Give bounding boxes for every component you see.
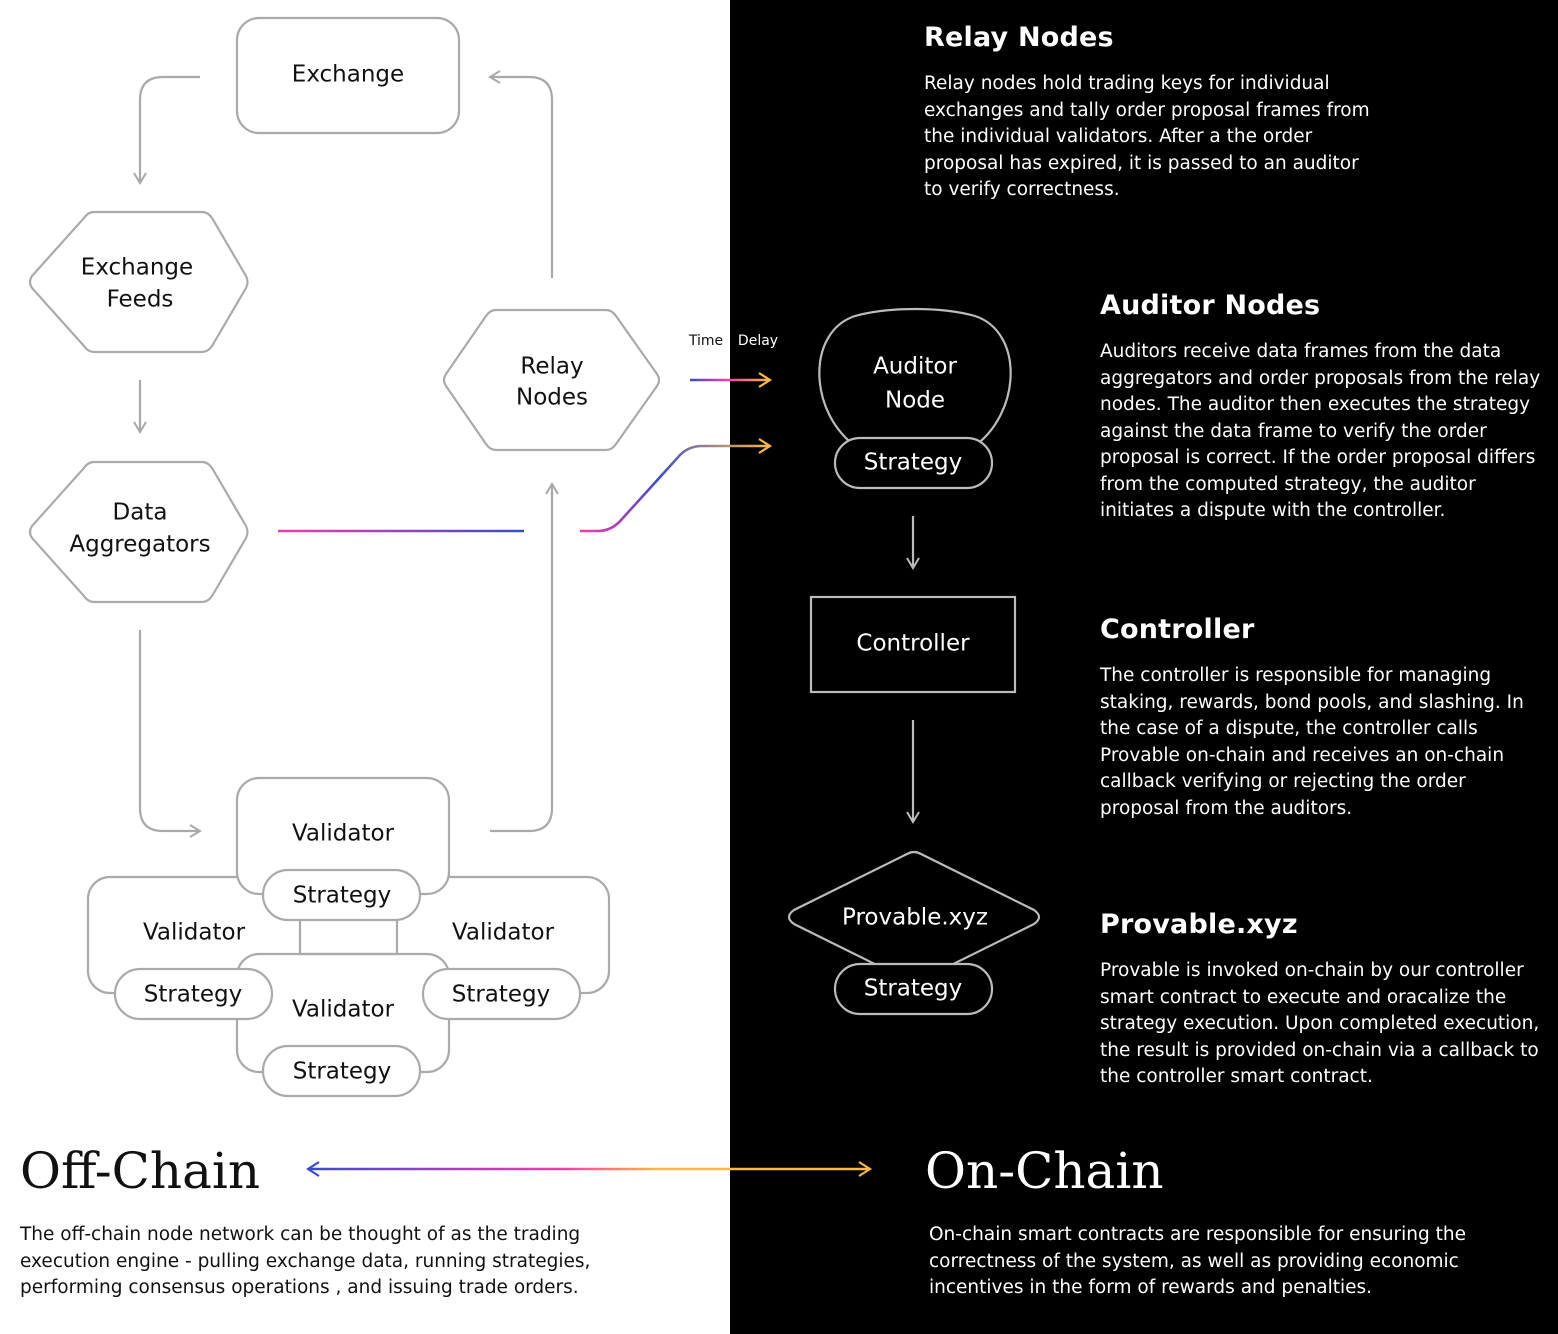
auditor-node (818, 307, 1012, 449)
on-chain-title: On-Chain (925, 1142, 1164, 1200)
validator-label-right: Validator (452, 920, 555, 946)
delay-label: Delay (738, 333, 778, 349)
relay-nodes-label-2: Nodes (516, 385, 588, 411)
strategy-label-left: Strategy (144, 982, 243, 1008)
auditor-section-body: Auditors receive data frames from the da… (1100, 341, 1541, 521)
provable-section: Provable.xyz Provable is invoked on-chai… (1100, 909, 1550, 1091)
strategy-pill-right (421, 967, 582, 1021)
strategy-pill-top (261, 868, 422, 922)
data-aggregators-label-2: Aggregators (69, 532, 210, 558)
validator-label-top: Validator (292, 821, 395, 847)
relay-section-title: Relay Nodes (924, 22, 1114, 53)
exchange-feeds-label-1: Exchange (81, 255, 193, 281)
auditor-section-title: Auditor Nodes (1100, 290, 1321, 321)
controller-section-body: The controller is responsible for managi… (1100, 665, 1524, 819)
provable-section-title: Provable.xyz (1100, 909, 1298, 940)
relay-section: Relay Nodes Relay nodes hold trading key… (924, 22, 1374, 204)
validator-label-left: Validator (143, 920, 246, 946)
provable-label: Provable.xyz (842, 905, 988, 931)
controller-node (809, 595, 1017, 694)
auditor-strategy-label: Strategy (864, 450, 963, 476)
auditor-section: Auditor Nodes Auditors receive data fram… (1100, 290, 1548, 525)
provable-section-body: Provable is invoked on-chain by our cont… (1100, 960, 1540, 1087)
controller-section: Controller The controller is responsible… (1100, 614, 1540, 822)
on-chain-description: On-chain smart contracts are responsible… (929, 1224, 1467, 1298)
time-label: Time (688, 333, 723, 349)
arrow-aggregators-to-validator (138, 630, 202, 838)
provable-strategy-label: Strategy (864, 976, 963, 1002)
exchange-label: Exchange (292, 62, 404, 88)
strategy-pill-bottom (261, 1044, 422, 1098)
exchange-node (235, 16, 461, 135)
controller-section-title: Controller (1100, 614, 1255, 645)
arrow-validator-to-relay (490, 482, 559, 833)
auditor-node-label-1: Auditor (873, 354, 957, 380)
auditor-node-label-2: Node (885, 388, 945, 414)
auditor-strategy-pill (833, 436, 994, 490)
off-chain-description: The off-chain node network can be though… (20, 1224, 591, 1298)
relay-nodes-label-1: Relay (520, 354, 583, 380)
arrow-relay-to-exchange (488, 70, 554, 278)
validator-cluster: Validator Validator Validator Validator … (86, 776, 611, 1098)
exchange-feeds-node (28, 210, 249, 354)
aggregator-to-auditor-arrow (580, 438, 773, 533)
strategy-pill-left (113, 967, 274, 1021)
strategy-label-top: Strategy (293, 883, 392, 909)
arrow-exchange-to-feeds (133, 75, 200, 185)
off-chain-title: Off-Chain (20, 1142, 260, 1200)
exchange-feeds-label-2: Feeds (107, 287, 174, 313)
strategy-label-right: Strategy (452, 982, 551, 1008)
data-aggregators-node (28, 460, 249, 604)
relay-nodes-node (442, 308, 661, 452)
provable-strategy-pill (833, 962, 994, 1016)
relay-section-body: Relay nodes hold trading keys for indivi… (924, 73, 1370, 200)
controller-label: Controller (856, 631, 970, 657)
validator-label-bottom: Validator (292, 997, 395, 1023)
data-aggregators-label-1: Data (113, 500, 168, 526)
strategy-label-bottom: Strategy (293, 1059, 392, 1085)
